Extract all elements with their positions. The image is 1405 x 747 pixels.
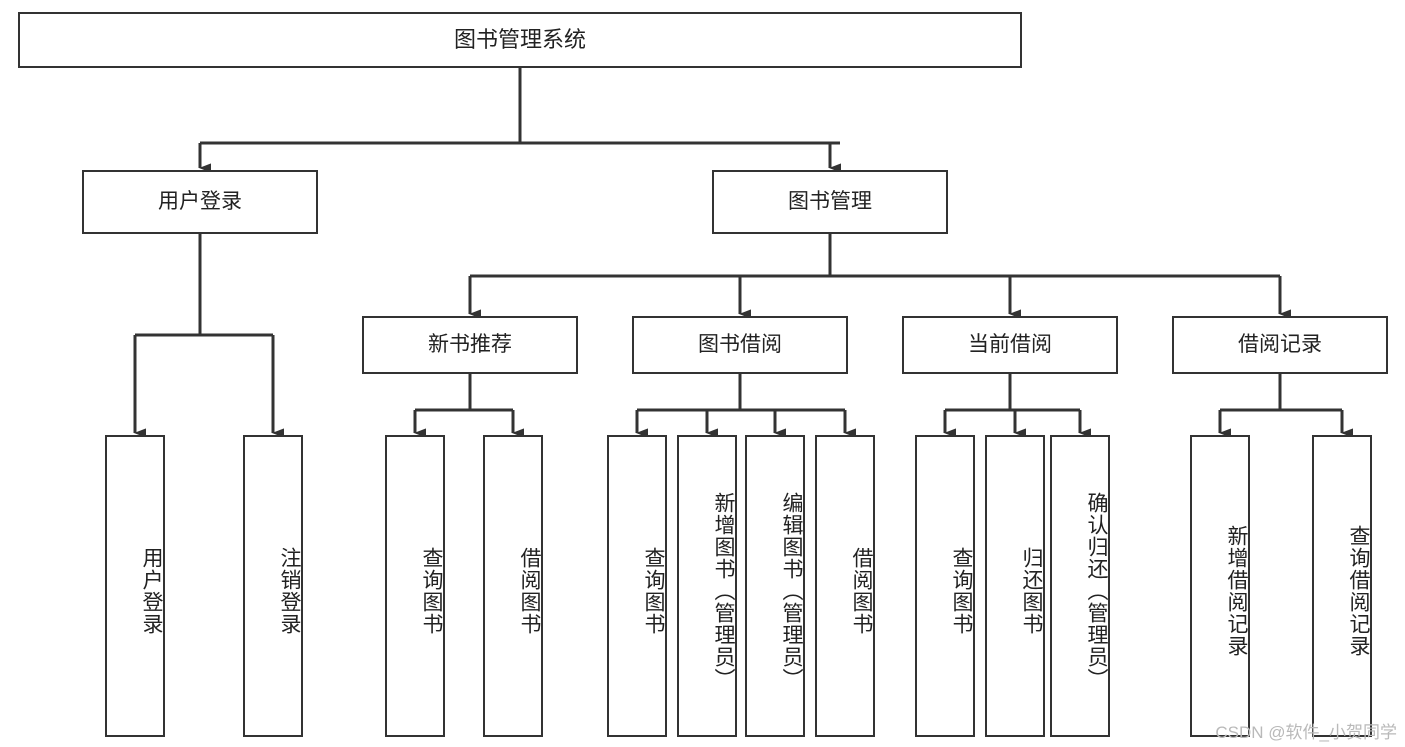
leaf-confirm-return[interactable]: 确认归还（管理员）: [1050, 435, 1110, 737]
leaf-user-login[interactable]: 用户登录: [105, 435, 165, 737]
leaf-query-book-2[interactable]: 查询图书: [607, 435, 667, 737]
leaf-add-record[interactable]: 新增借阅记录: [1190, 435, 1250, 737]
node-root-label: 图书管理系统: [453, 26, 586, 52]
node-borrow-record[interactable]: 借阅记录: [1172, 316, 1388, 374]
leaf-add-record-label: 新增借阅记录: [1225, 525, 1248, 657]
leaf-borrow-book-1[interactable]: 借阅图书: [483, 435, 543, 737]
leaf-borrow-book-2[interactable]: 借阅图书: [815, 435, 875, 737]
leaf-user-logout-label: 注销登录: [278, 547, 301, 635]
node-book-manage-label: 图书管理: [788, 190, 872, 214]
leaf-query-book-3-label: 查询图书: [950, 547, 973, 635]
leaf-query-record-label: 查询借阅记录: [1347, 525, 1370, 657]
leaf-edit-book-label: 编辑图书（管理员）: [780, 492, 803, 690]
node-book-manage[interactable]: 图书管理: [712, 170, 948, 234]
node-user-login-label: 用户登录: [158, 190, 242, 214]
leaf-return-book[interactable]: 归还图书: [985, 435, 1045, 737]
node-book-borrow[interactable]: 图书借阅: [632, 316, 848, 374]
leaf-borrow-book-1-label: 借阅图书: [518, 547, 541, 635]
leaf-add-book[interactable]: 新增图书（管理员）: [677, 435, 737, 737]
node-user-login[interactable]: 用户登录: [82, 170, 318, 234]
node-current-borrow-label: 当前借阅: [968, 333, 1052, 357]
node-root[interactable]: 图书管理系统: [18, 12, 1022, 68]
node-new-book-rec[interactable]: 新书推荐: [362, 316, 578, 374]
node-new-book-rec-label: 新书推荐: [428, 333, 512, 357]
leaf-borrow-book-2-label: 借阅图书: [850, 547, 873, 635]
leaf-user-login-label: 用户登录: [140, 547, 163, 635]
leaf-confirm-return-label: 确认归还（管理员）: [1085, 492, 1108, 690]
leaf-query-book-2-label: 查询图书: [642, 547, 665, 635]
leaf-user-logout[interactable]: 注销登录: [243, 435, 303, 737]
leaf-edit-book[interactable]: 编辑图书（管理员）: [745, 435, 805, 737]
leaf-query-book-1-label: 查询图书: [420, 547, 443, 635]
leaf-query-record[interactable]: 查询借阅记录: [1312, 435, 1372, 737]
leaf-add-book-label: 新增图书（管理员）: [712, 492, 735, 690]
watermark: CSDN @软件_小贺同学: [1215, 723, 1397, 742]
node-current-borrow[interactable]: 当前借阅: [902, 316, 1118, 374]
leaf-return-book-label: 归还图书: [1020, 547, 1043, 635]
leaf-query-book-3[interactable]: 查询图书: [915, 435, 975, 737]
leaf-query-book-1[interactable]: 查询图书: [385, 435, 445, 737]
node-book-borrow-label: 图书借阅: [698, 333, 782, 357]
node-borrow-record-label: 借阅记录: [1238, 333, 1322, 357]
